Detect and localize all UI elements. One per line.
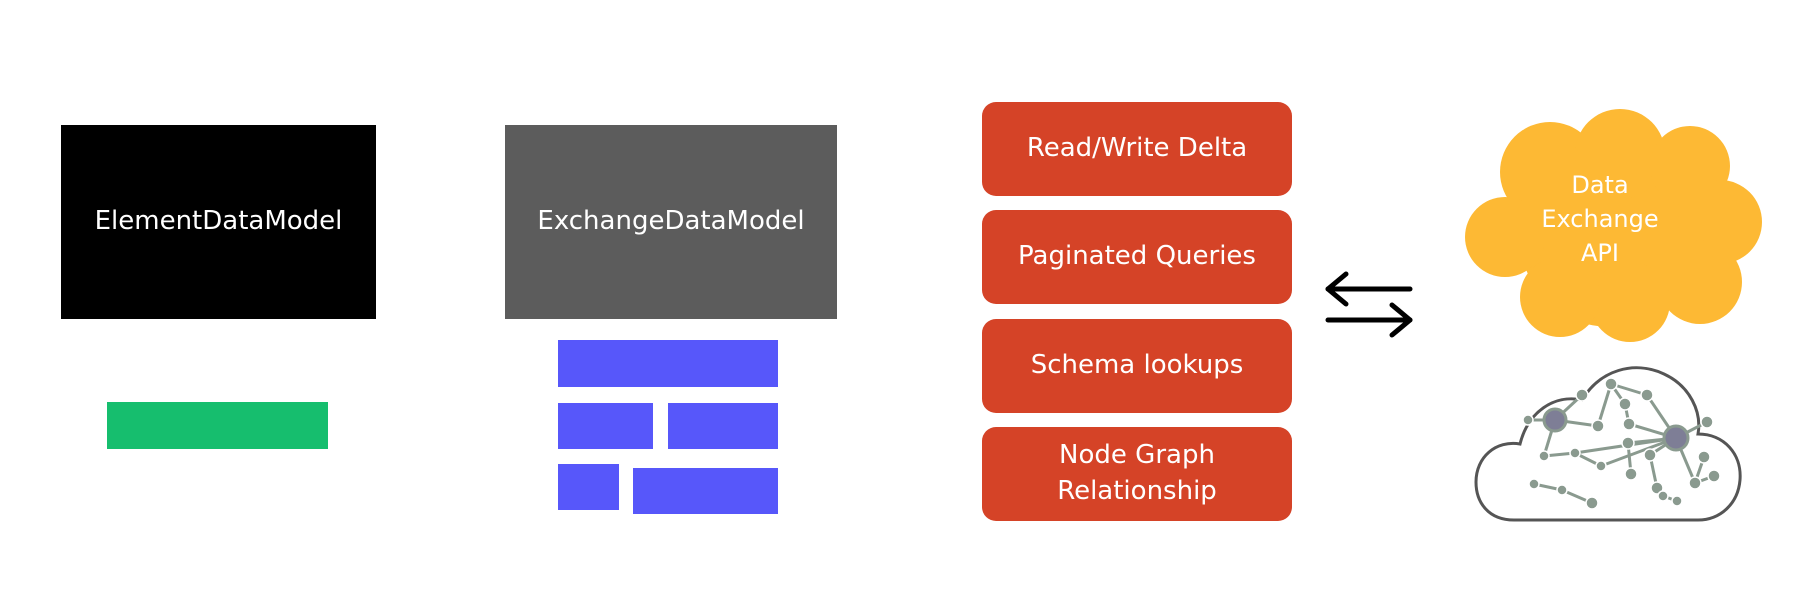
graph-node: [1618, 397, 1632, 411]
graph-node: [1643, 448, 1657, 462]
graph-node: [1621, 436, 1635, 450]
graph-node: [1688, 476, 1702, 490]
exchange-block: [558, 464, 619, 510]
exchange-data-model-label: ExchangeDataModel: [537, 206, 805, 237]
exchange-data-model-box: ExchangeDataModel: [505, 125, 837, 319]
capability-paginated-queries: Paginated Queries: [982, 210, 1292, 304]
graph-node: [1522, 414, 1534, 426]
graph-node: [1569, 447, 1581, 459]
graph-node: [1624, 467, 1638, 481]
graph-node: [1591, 419, 1605, 433]
exchange-block: [558, 340, 778, 387]
exchange-block: [558, 403, 653, 449]
graph-node: [1650, 481, 1664, 495]
graph-node: [1657, 490, 1669, 502]
graph-node: [1640, 388, 1654, 402]
graph-node: [1595, 460, 1607, 472]
graph-node: [1604, 377, 1618, 391]
capability-label: Read/Write Delta: [1026, 133, 1248, 164]
exchange-block: [668, 403, 778, 449]
capability-schema-lookups: Schema lookups: [982, 319, 1292, 413]
graph-node: [1622, 417, 1636, 431]
exchange-block: [633, 468, 778, 514]
capability-node-graph-relationship: Node Graph Relationship: [982, 427, 1292, 521]
element-data-model-box: ElementDataModel: [61, 125, 376, 319]
data-exchange-api-label: Data Exchange API: [1541, 171, 1659, 268]
graph-node: [1542, 407, 1568, 433]
graph-node: [1575, 388, 1589, 402]
element-data-model-label: ElementDataModel: [94, 206, 343, 237]
element-data-bar: [107, 402, 328, 449]
capability-read-write-delta: Read/Write Delta: [982, 102, 1292, 196]
graph-node: [1556, 484, 1568, 496]
cloud-node-graph-icon: [1474, 366, 1742, 522]
graph-node: [1700, 415, 1714, 429]
bidirectional-arrows-icon: [1325, 271, 1413, 338]
graph-node: [1538, 450, 1550, 462]
graph-edge: [1596, 383, 1613, 427]
capability-label: Schema lookups: [1030, 350, 1244, 381]
capability-label: Paginated Queries: [1018, 241, 1256, 272]
graph-node: [1671, 495, 1683, 507]
graph-node: [1697, 450, 1711, 464]
data-exchange-api-cloud: [1465, 109, 1762, 342]
graph-node: [1585, 496, 1599, 510]
graph-node: [1662, 424, 1690, 452]
graph-node: [1707, 469, 1721, 483]
graph-node: [1528, 478, 1540, 490]
capability-label: Node Graph Relationship: [1057, 440, 1217, 506]
